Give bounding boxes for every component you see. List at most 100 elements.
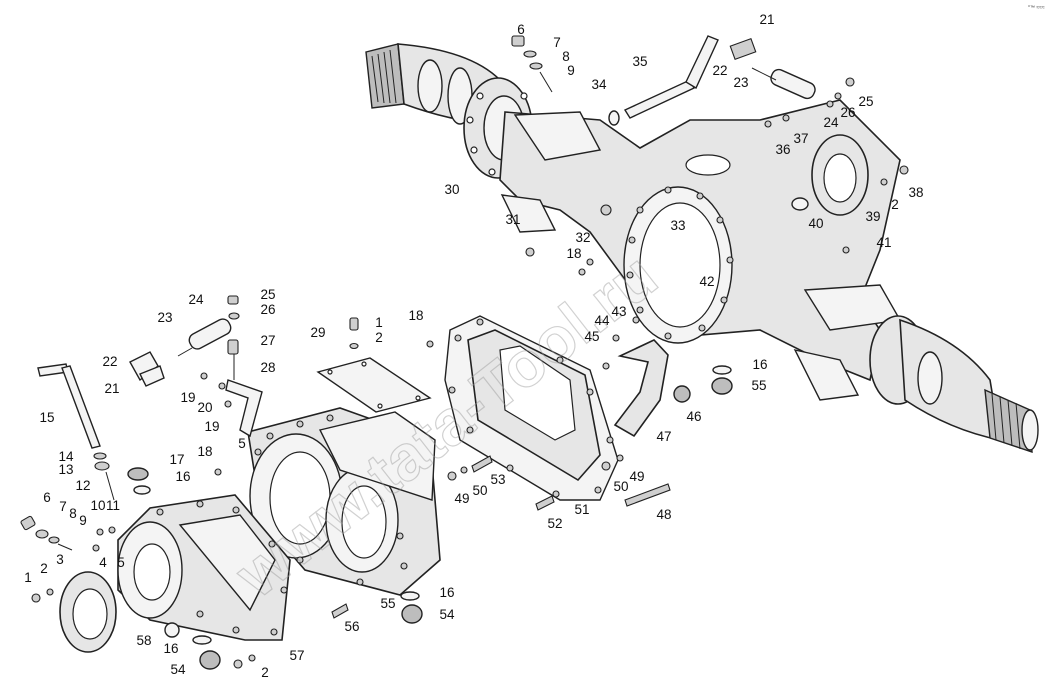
callout-54: 54 — [170, 662, 186, 677]
callout-1: 1 — [375, 315, 383, 330]
callout-45: 45 — [584, 329, 599, 344]
callout-38: 38 — [908, 185, 923, 200]
callout-25: 25 — [858, 94, 873, 109]
callout-6: 6 — [43, 490, 51, 505]
callout-14: 14 — [58, 449, 74, 464]
axle-beam — [365, 43, 1039, 453]
corner-mark: °™ ≈≈≈ — [1028, 5, 1045, 11]
plug-54-center — [400, 591, 423, 624]
plug-55-right — [711, 365, 733, 395]
callout-30: 30 — [444, 182, 459, 197]
callout-16: 16 — [439, 585, 454, 600]
callout-43: 43 — [611, 304, 626, 319]
bracket-21-22 — [129, 351, 165, 387]
callout-31: 31 — [505, 212, 520, 227]
bolt-1-2-top — [349, 317, 359, 350]
fasteners-top-right — [525, 77, 909, 370]
cylinder-24-top — [729, 37, 816, 100]
callout-26: 26 — [260, 302, 275, 317]
callout-56: 56 — [344, 619, 359, 634]
callout-54: 54 — [439, 607, 455, 622]
sensor-6-9-left — [20, 515, 73, 551]
callout-6: 6 — [517, 22, 525, 37]
callout-22: 22 — [712, 63, 727, 78]
callout-18: 18 — [566, 246, 581, 261]
callout-9: 9 — [79, 513, 87, 528]
right-spindle — [869, 315, 1039, 453]
callout-10: 10 — [90, 498, 105, 513]
shift-lever-15 — [37, 363, 115, 501]
callout-8: 8 — [69, 506, 77, 521]
seal-17 — [127, 467, 151, 495]
callout-12: 12 — [75, 478, 90, 493]
gearbox-housing — [247, 407, 441, 596]
callout-7: 7 — [553, 35, 561, 50]
studs-48-53 — [447, 454, 671, 511]
callout-17: 17 — [169, 452, 184, 467]
callout-25: 25 — [260, 287, 275, 302]
plug-54-left — [192, 635, 221, 670]
lever-35 — [623, 35, 719, 119]
bracket-20 — [200, 372, 263, 438]
callout-55: 55 — [380, 596, 395, 611]
washer-34 — [608, 110, 620, 126]
callout-44: 44 — [594, 313, 610, 328]
right-top-flange — [811, 134, 869, 216]
callout-16: 16 — [752, 357, 767, 372]
callout-5: 5 — [117, 555, 125, 570]
callout-29: 29 — [310, 325, 325, 340]
callout-36: 36 — [775, 142, 790, 157]
callout-46: 46 — [686, 409, 701, 424]
callout-18: 18 — [408, 308, 423, 323]
callout-2: 2 — [40, 561, 48, 576]
callout-16: 16 — [175, 469, 190, 484]
callout-58: 58 — [136, 633, 151, 648]
callout-9: 9 — [567, 63, 575, 78]
callout-39: 39 — [865, 209, 880, 224]
seal-ring-3 — [59, 571, 117, 653]
callout-34: 34 — [591, 77, 607, 92]
fasteners-left — [31, 526, 256, 669]
plug-58 — [164, 622, 180, 638]
callout-11: 11 — [106, 498, 120, 513]
callout-24: 24 — [188, 292, 204, 307]
plug-46 — [673, 385, 691, 403]
callout-15: 15 — [39, 410, 54, 425]
callout-55: 55 — [751, 378, 766, 393]
callout-2: 2 — [261, 665, 269, 680]
callout-5: 5 — [238, 436, 246, 451]
callout-53: 53 — [490, 472, 505, 487]
callout-21: 21 — [104, 381, 119, 396]
cylinder-24-left — [177, 295, 240, 380]
bearing-cap — [613, 339, 669, 438]
callout-47: 47 — [656, 429, 671, 444]
callout-4: 4 — [99, 555, 107, 570]
callout-49: 49 — [454, 491, 469, 506]
callout-37: 37 — [793, 131, 808, 146]
callout-50: 50 — [472, 483, 487, 498]
pin-18-center — [426, 340, 434, 348]
callout-48: 48 — [656, 507, 671, 522]
front-cover — [117, 494, 291, 641]
callout-35: 35 — [632, 54, 647, 69]
callout-3: 3 — [56, 552, 64, 567]
callout-51: 51 — [574, 502, 589, 517]
callout-52: 52 — [547, 516, 562, 531]
callout-40: 40 — [808, 216, 823, 231]
callout-28: 28 — [260, 360, 275, 375]
callout-13: 13 — [58, 462, 73, 477]
callout-49: 49 — [629, 469, 644, 484]
callout-24: 24 — [823, 115, 839, 130]
callout-23: 23 — [733, 75, 748, 90]
cover-plate-29 — [316, 357, 432, 413]
callout-42: 42 — [699, 274, 714, 289]
callout-27: 27 — [260, 333, 275, 348]
callout-20: 20 — [197, 400, 212, 415]
callout-22: 22 — [102, 354, 117, 369]
callout-1: 1 — [24, 570, 32, 585]
stud-56 — [331, 603, 349, 619]
sensor-assembly-6-9 — [511, 35, 553, 93]
callout-50: 50 — [613, 479, 628, 494]
